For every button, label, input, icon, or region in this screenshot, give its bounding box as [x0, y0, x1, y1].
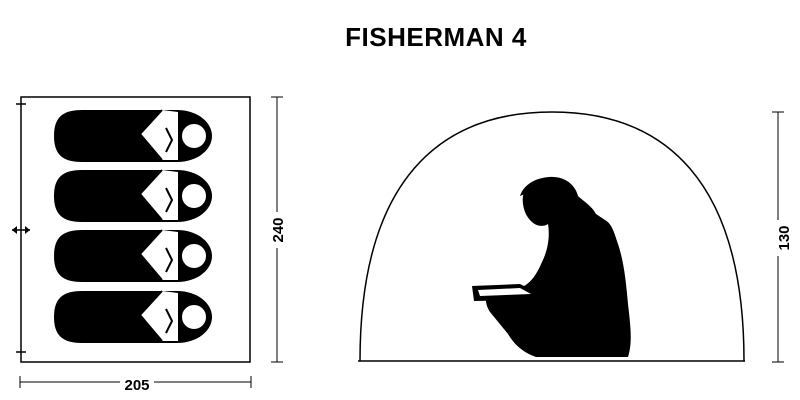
sleeping-bag-3 — [53, 229, 213, 283]
sleeping-bag-2 — [53, 169, 213, 223]
height-dimension: 130 — [772, 111, 793, 363]
side-view: 130 — [358, 111, 793, 363]
double-arrow-icon — [12, 226, 30, 234]
dome-outline — [359, 111, 745, 362]
depth-label: 240 — [270, 217, 287, 242]
width-dimension: 205 — [19, 376, 252, 394]
height-label: 130 — [776, 225, 793, 250]
width-label: 205 — [124, 377, 149, 394]
sleeping-bag-4 — [53, 290, 213, 344]
page-title: FISHERMAN 4 — [345, 22, 527, 52]
sleeping-bag-1 — [53, 109, 213, 163]
seated-person-reading-icon — [472, 176, 631, 357]
floor-plan: 205 240 — [12, 96, 287, 394]
depth-dimension: 240 — [270, 96, 287, 363]
